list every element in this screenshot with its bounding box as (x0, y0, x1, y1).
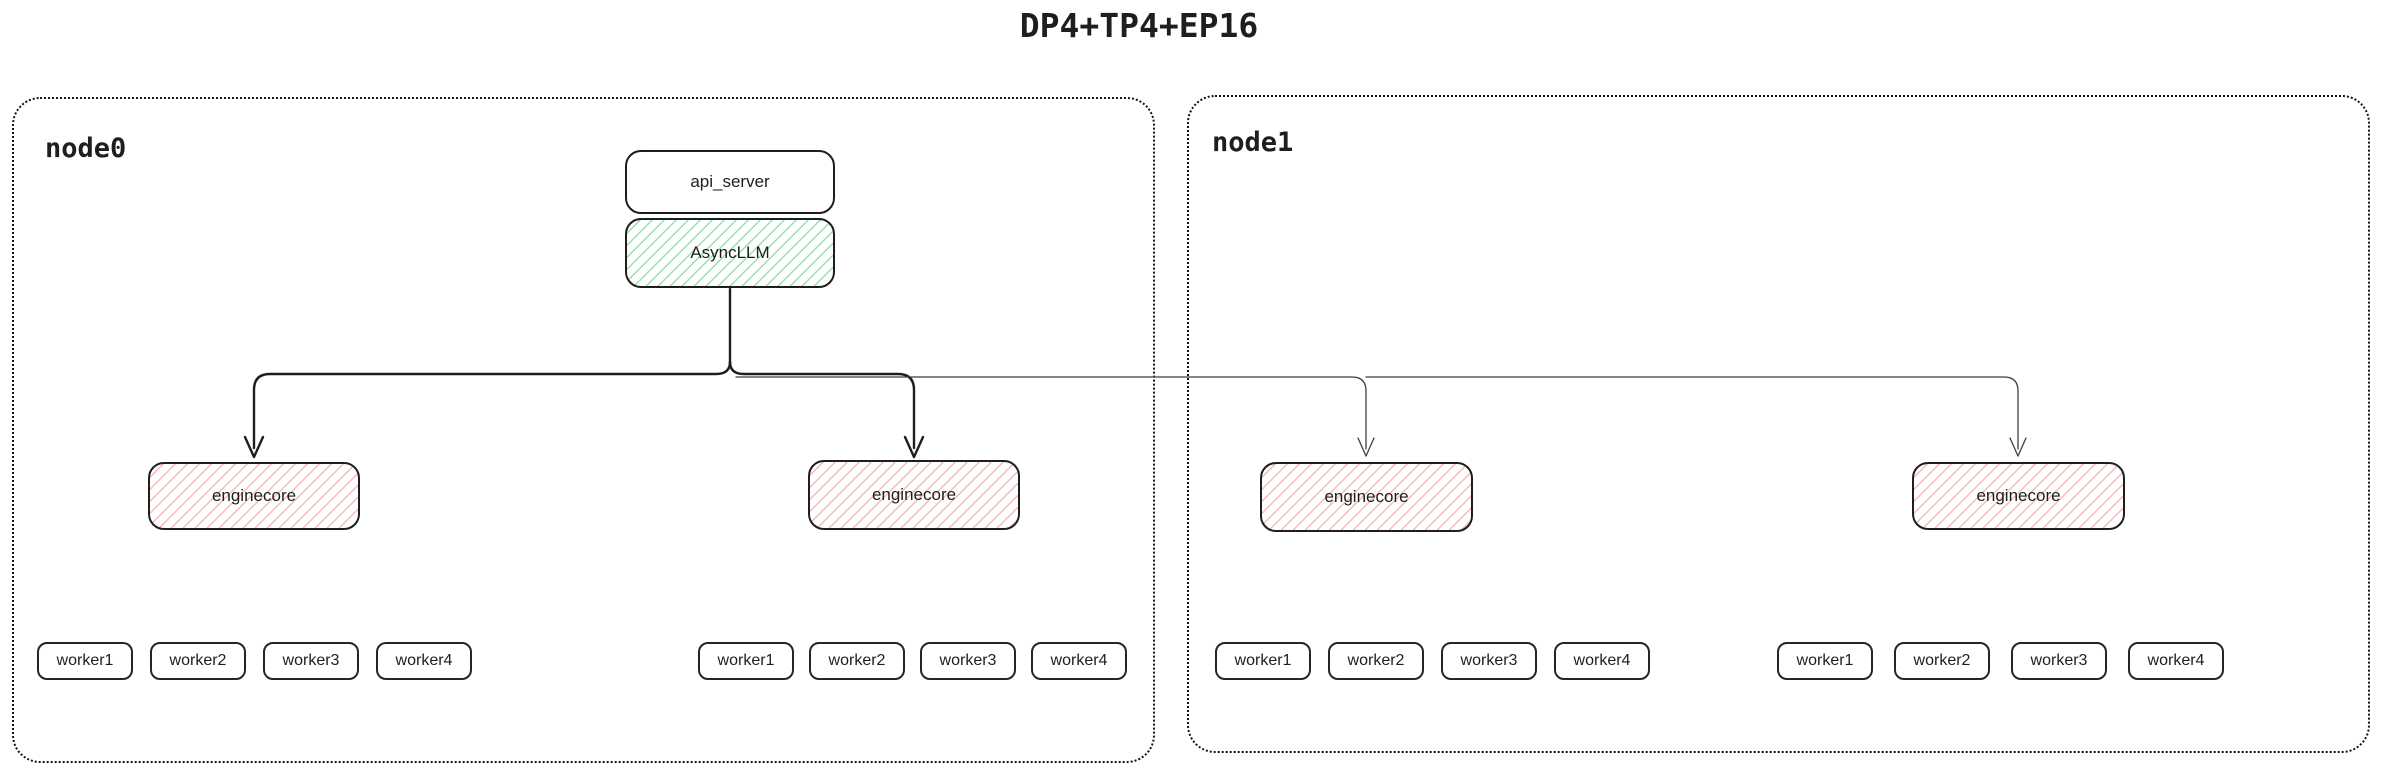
enginecore-label: enginecore (1324, 487, 1409, 506)
worker-label: worker4 (395, 652, 453, 669)
worker-label: worker1 (717, 652, 775, 669)
worker-box: worker4 (2128, 642, 2224, 680)
worker-box: worker4 (1554, 642, 1650, 680)
node1-container (1187, 95, 2370, 753)
node0-enginecore2-box: enginecore (808, 460, 1020, 530)
enginecore-label: enginecore (211, 486, 297, 505)
worker-label: worker2 (169, 652, 227, 669)
worker-label: worker3 (2030, 652, 2088, 669)
arrowhead-enginecore3 (1357, 437, 1375, 457)
worker-box: worker1 (1215, 642, 1311, 680)
api-server-label: api_server (690, 172, 770, 191)
node0-container (12, 97, 1155, 763)
node0-label: node0 (45, 133, 127, 164)
worker-box: worker4 (1031, 642, 1127, 680)
worker-label: worker2 (828, 652, 886, 669)
worker-box: worker1 (698, 642, 794, 680)
asyncllm-box: AsyncLLM (625, 218, 835, 288)
api-server-box: api_server (625, 150, 835, 214)
worker-box: worker3 (263, 642, 359, 680)
worker-label: worker2 (1913, 652, 1971, 669)
worker-label: worker4 (1573, 652, 1631, 669)
node1-label: node1 (1212, 127, 1294, 158)
node0-worker-group2: worker1 worker2 worker3 worker4 (698, 642, 1127, 680)
worker-box: worker4 (376, 642, 472, 680)
node1-worker-group1: worker1 worker2 worker3 worker4 (1215, 642, 1650, 680)
connector-to-enginecore3 (735, 376, 1367, 450)
worker-label: worker3 (1460, 652, 1518, 669)
worker-label: worker1 (1796, 652, 1854, 669)
arrowhead-enginecore2 (903, 435, 925, 459)
worker-label: worker1 (56, 652, 114, 669)
worker-box: worker1 (1777, 642, 1873, 680)
worker-box: worker2 (1894, 642, 1990, 680)
arrowhead-enginecore4 (2009, 437, 2027, 457)
node1-enginecore1-box: enginecore (1260, 462, 1473, 532)
worker-label: worker3 (282, 652, 340, 669)
connector-to-enginecore2 (728, 360, 916, 450)
worker-box: worker2 (809, 642, 905, 680)
worker-box: worker2 (1328, 642, 1424, 680)
worker-box: worker1 (37, 642, 133, 680)
node0-enginecore1-box: enginecore (148, 462, 360, 530)
worker-label: worker2 (1347, 652, 1405, 669)
worker-box: worker2 (150, 642, 246, 680)
enginecore-label: enginecore (871, 485, 957, 504)
worker-label: worker1 (1234, 652, 1292, 669)
worker-label: worker3 (939, 652, 997, 669)
node1-worker-group2: worker1 worker2 worker3 worker4 (1777, 642, 2224, 680)
connector-to-enginecore1 (252, 360, 732, 450)
enginecore-label: enginecore (1976, 486, 2061, 505)
diagram-title: DP4+TP4+EP16 (1019, 6, 1259, 45)
asyncllm-label: AsyncLLM (690, 243, 770, 262)
worker-label: worker4 (1050, 652, 1108, 669)
worker-box: worker3 (1441, 642, 1537, 680)
worker-box: worker3 (920, 642, 1016, 680)
node1-enginecore2-box: enginecore (1912, 462, 2125, 530)
worker-label: worker4 (2147, 652, 2205, 669)
node0-worker-group1: worker1 worker2 worker3 worker4 (37, 642, 472, 680)
connector-to-enginecore4 (1365, 376, 2019, 450)
worker-box: worker3 (2011, 642, 2107, 680)
arrowhead-enginecore1 (243, 435, 265, 459)
